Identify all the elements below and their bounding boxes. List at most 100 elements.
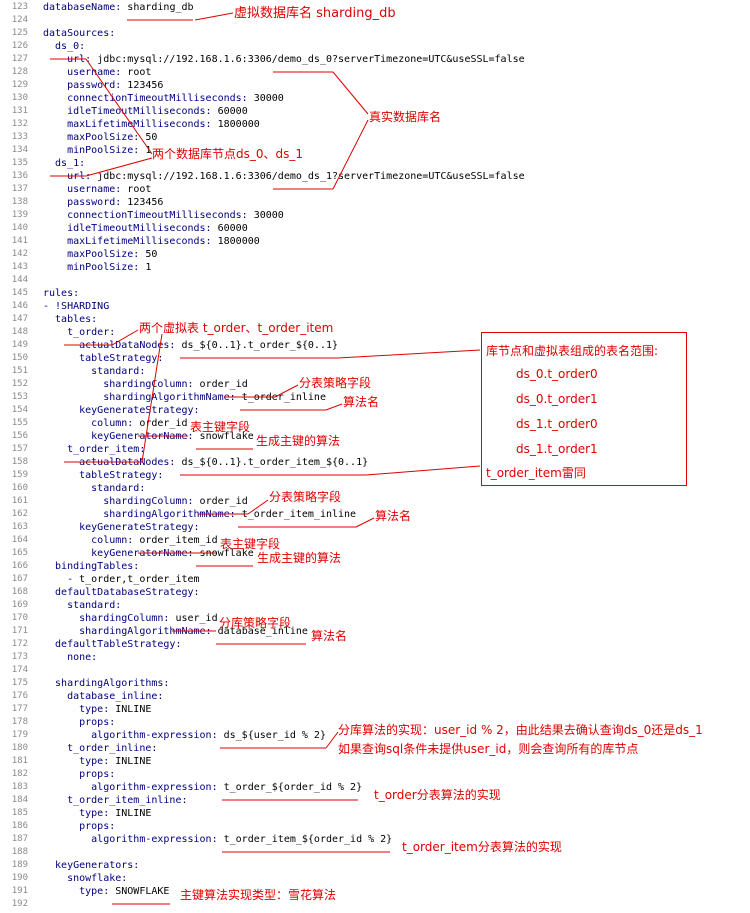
- yaml-value: 50: [145, 249, 158, 260]
- line-number: 167: [11, 574, 28, 584]
- code-line[interactable]: 188: [0, 846, 750, 859]
- annotation-pk-algorithm-1: 生成主键的算法: [256, 434, 341, 448]
- code-line[interactable]: 184 t_order_item_inline:: [0, 794, 750, 807]
- code-line[interactable]: 151 standard:: [0, 365, 750, 378]
- code-line[interactable]: 143 minPoolSize: 1: [0, 261, 750, 274]
- code-line[interactable]: 191 type: SNOWFLAKE: [0, 885, 750, 898]
- line-number: 129: [11, 80, 28, 90]
- code-line[interactable]: 181 type: INLINE: [0, 755, 750, 768]
- yaml-key: - !SHARDING: [43, 301, 110, 312]
- code-line[interactable]: 138 password: 123456: [0, 196, 750, 209]
- code-line[interactable]: 144: [0, 274, 750, 287]
- code-line[interactable]: 176 database_inline:: [0, 690, 750, 703]
- code-line[interactable]: 161 shardingColumn: order_id: [0, 495, 750, 508]
- yaml-key: snowflake:: [43, 873, 128, 884]
- yaml-value: order_item_id: [139, 535, 218, 546]
- code-line[interactable]: 172 defaultTableStrategy:: [0, 638, 750, 651]
- code-line[interactable]: 130 connectionTimeoutMilliseconds: 30000: [0, 92, 750, 105]
- code-line[interactable]: 142 maxPoolSize: 50: [0, 248, 750, 261]
- code-line[interactable]: 139 connectionTimeoutMilliseconds: 30000: [0, 209, 750, 222]
- yaml-key: algorithm-expression:: [43, 782, 224, 793]
- yaml-value: sharding_db: [127, 2, 194, 13]
- code-line[interactable]: 134 minPoolSize: 1: [0, 144, 750, 157]
- code-line[interactable]: 149 actualDataNodes: ds_${0..1}.t_order_…: [0, 339, 750, 352]
- code-line[interactable]: 128 username: root: [0, 66, 750, 79]
- line-number: 186: [11, 821, 28, 831]
- code-line[interactable]: 171 shardingAlgorithmName: database_inli…: [0, 625, 750, 638]
- yaml-key: rules:: [43, 288, 80, 299]
- code-line[interactable]: 155 column: order_id: [0, 417, 750, 430]
- code-line[interactable]: 173 none:: [0, 651, 750, 664]
- code-line[interactable]: 190 snowflake:: [0, 872, 750, 885]
- code-line[interactable]: 166 bindingTables:: [0, 560, 750, 573]
- code-text: standard:: [43, 482, 145, 495]
- code-line[interactable]: 160 standard:: [0, 482, 750, 495]
- connector-algo-2: [355, 517, 375, 528]
- code-line[interactable]: 167 - t_order,t_order_item: [0, 573, 750, 586]
- code-line[interactable]: 135 ds_1:: [0, 157, 750, 170]
- line-number: 134: [11, 145, 28, 155]
- range-box-title: 库节点和虚拟表组成的表名范围:: [486, 344, 659, 358]
- code-text: props:: [43, 820, 115, 833]
- code-line[interactable]: 168 defaultDatabaseStrategy:: [0, 586, 750, 599]
- code-line[interactable]: 140 idleTimeoutMilliseconds: 60000: [0, 222, 750, 235]
- code-line[interactable]: 132 maxLifetimeMilliseconds: 1800000: [0, 118, 750, 131]
- code-line[interactable]: 152 shardingColumn: order_id: [0, 378, 750, 391]
- code-text: algorithm-expression: t_order_${order_id…: [43, 781, 362, 794]
- yaml-key: tableStrategy:: [43, 353, 164, 364]
- code-line[interactable]: 141 maxLifetimeMilliseconds: 1800000: [0, 235, 750, 248]
- code-line[interactable]: 126 ds_0:: [0, 40, 750, 53]
- code-line[interactable]: 186 props:: [0, 820, 750, 833]
- code-line[interactable]: 154 keyGenerateStrategy:: [0, 404, 750, 417]
- yaml-value: 30000: [253, 93, 284, 104]
- code-line[interactable]: 146- !SHARDING: [0, 300, 750, 313]
- line-number: 139: [11, 210, 28, 220]
- code-line[interactable]: 153 shardingAlgorithmName: t_order_inlin…: [0, 391, 750, 404]
- code-line[interactable]: 137 username: root: [0, 183, 750, 196]
- yaml-value: ds_${0..1}.t_order_item_${0..1}: [181, 457, 369, 468]
- code-line[interactable]: 147 tables:: [0, 313, 750, 326]
- code-line[interactable]: 177 type: INLINE: [0, 703, 750, 716]
- yaml-key: ds_0:: [43, 41, 86, 52]
- code-line[interactable]: 150 tableStrategy:: [0, 352, 750, 365]
- code-line[interactable]: 169 standard:: [0, 599, 750, 612]
- code-line[interactable]: 175 shardingAlgorithms:: [0, 677, 750, 690]
- yaml-key: none:: [43, 652, 98, 663]
- yaml-key: connectionTimeoutMilliseconds:: [43, 93, 254, 104]
- line-number: 143: [11, 262, 28, 272]
- range-box-item: ds_1.t_order0: [516, 417, 598, 431]
- code-line[interactable]: 129 password: 123456: [0, 79, 750, 92]
- code-line[interactable]: 162 shardingAlgorithmName: t_order_item_…: [0, 508, 750, 521]
- code-line[interactable]: 189 keyGenerators:: [0, 859, 750, 872]
- code-line[interactable]: 157 t_order_item:: [0, 443, 750, 456]
- line-number: 126: [11, 41, 28, 51]
- code-line[interactable]: 178 props:: [0, 716, 750, 729]
- line-number: 131: [11, 106, 28, 116]
- code-line[interactable]: 163 keyGenerateStrategy:: [0, 521, 750, 534]
- code-line[interactable]: 164 column: order_item_id: [0, 534, 750, 547]
- line-number: 158: [11, 457, 28, 467]
- code-text: bindingTables:: [43, 560, 139, 573]
- code-line[interactable]: 133 maxPoolSize: 50: [0, 131, 750, 144]
- code-line[interactable]: 179 algorithm-expression: ds_${user_id %…: [0, 729, 750, 742]
- code-line[interactable]: 185 type: INLINE: [0, 807, 750, 820]
- code-line[interactable]: 131 idleTimeoutMilliseconds: 60000: [0, 105, 750, 118]
- code-line[interactable]: 183 algorithm-expression: t_order_${orde…: [0, 781, 750, 794]
- yaml-value: root: [127, 184, 152, 195]
- code-line[interactable]: 170 shardingColumn: user_id: [0, 612, 750, 625]
- code-line[interactable]: 187 algorithm-expression: t_order_item_$…: [0, 833, 750, 846]
- code-line[interactable]: 180 t_order_inline:: [0, 742, 750, 755]
- code-line[interactable]: 174: [0, 664, 750, 677]
- code-line[interactable]: 192: [0, 898, 750, 911]
- line-number: 170: [11, 613, 28, 623]
- code-line[interactable]: 182 props:: [0, 768, 750, 781]
- code-line[interactable]: 159 tableStrategy:: [0, 469, 750, 482]
- line-number: 185: [11, 808, 28, 818]
- code-line[interactable]: 148 t_order:: [0, 326, 750, 339]
- code-line[interactable]: 124: [0, 14, 750, 27]
- yaml-value: t_order_inline: [241, 392, 326, 403]
